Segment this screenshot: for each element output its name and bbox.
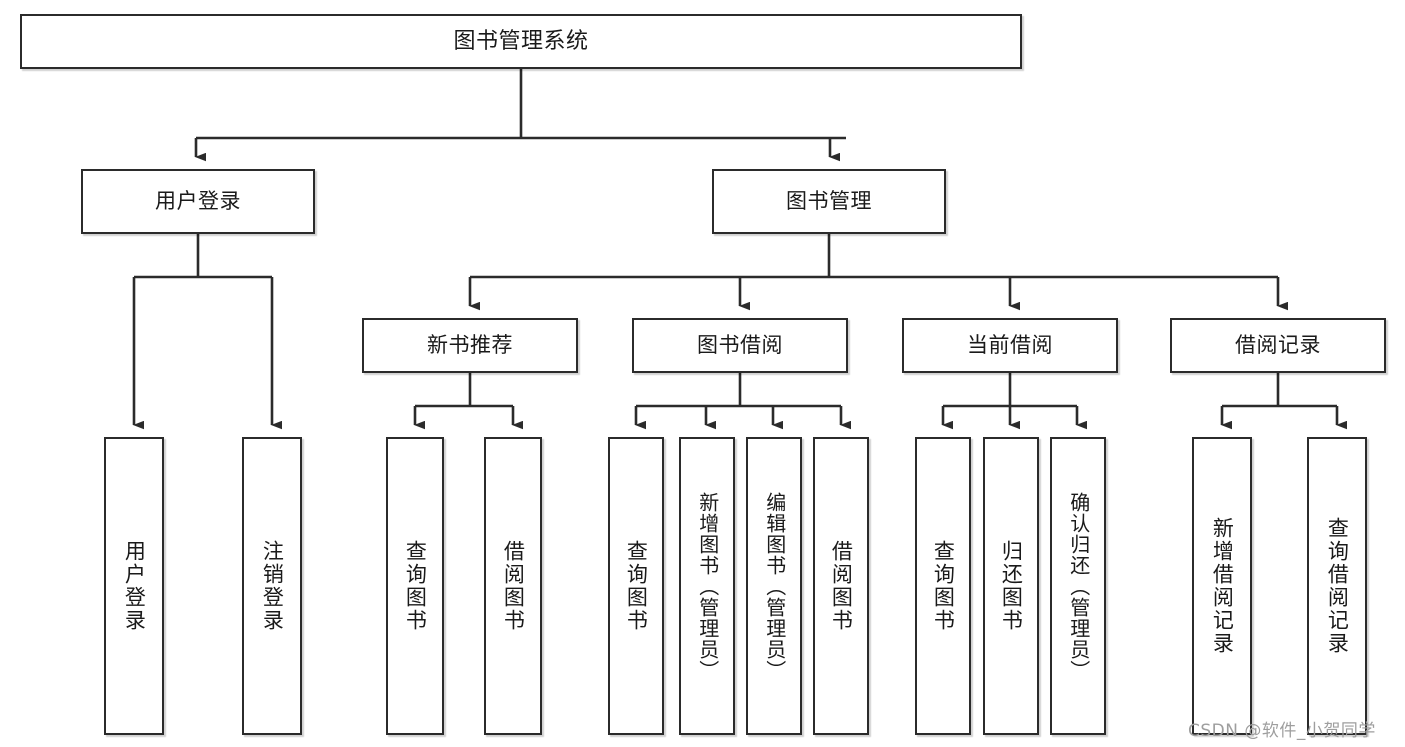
node-leaf-confirm-return[interactable]: 确认归还（管理员） — [1050, 437, 1106, 735]
node-label: 确认归还（管理员） — [1066, 491, 1091, 681]
node-label: 注销登录 — [260, 540, 285, 632]
node-label: 新增借阅记录 — [1210, 517, 1235, 655]
node-label: 查询图书 — [931, 540, 956, 632]
node-label: 新书推荐 — [427, 333, 513, 358]
node-label: 查询图书 — [624, 540, 649, 632]
node-leaf-borrow-book-1[interactable]: 借阅图书 — [484, 437, 542, 735]
node-label: 归还图书 — [999, 540, 1024, 632]
node-leaf-edit-book[interactable]: 编辑图书（管理员） — [746, 437, 802, 735]
node-user-login[interactable]: 用户登录 — [81, 169, 315, 234]
csdn-watermark: CSDN @软件_小贺同学 — [1188, 721, 1376, 741]
node-book-management[interactable]: 图书管理 — [712, 169, 946, 234]
node-leaf-query-book-3[interactable]: 查询图书 — [915, 437, 971, 735]
node-label: 图书管理系统 — [453, 28, 589, 54]
node-new-book-recommend[interactable]: 新书推荐 — [362, 318, 578, 373]
node-leaf-query-book-1[interactable]: 查询图书 — [386, 437, 444, 735]
node-leaf-logout[interactable]: 注销登录 — [242, 437, 302, 735]
node-label: 借阅图书 — [829, 540, 854, 632]
node-label: 查询图书 — [403, 540, 428, 632]
node-leaf-query-record[interactable]: 查询借阅记录 — [1307, 437, 1367, 735]
node-root-system[interactable]: 图书管理系统 — [20, 14, 1022, 69]
node-label: 编辑图书（管理员） — [762, 491, 787, 681]
node-label: 查询借阅记录 — [1325, 517, 1350, 655]
node-leaf-borrow-book-2[interactable]: 借阅图书 — [813, 437, 869, 735]
node-label: 用户登录 — [155, 189, 241, 214]
node-leaf-user-login[interactable]: 用户登录 — [104, 437, 164, 735]
node-current-borrow[interactable]: 当前借阅 — [902, 318, 1118, 373]
node-leaf-return-book[interactable]: 归还图书 — [983, 437, 1039, 735]
node-leaf-query-book-2[interactable]: 查询图书 — [608, 437, 664, 735]
node-label: 图书管理 — [786, 189, 872, 214]
node-leaf-add-book[interactable]: 新增图书（管理员） — [679, 437, 735, 735]
node-label: 用户登录 — [122, 540, 147, 632]
node-label: 借阅记录 — [1235, 333, 1321, 358]
node-book-borrow[interactable]: 图书借阅 — [632, 318, 848, 373]
node-label: 图书借阅 — [697, 333, 783, 358]
node-label: 当前借阅 — [967, 333, 1053, 358]
node-label: 借阅图书 — [501, 540, 526, 632]
node-label: 新增图书（管理员） — [695, 491, 720, 681]
node-borrow-record[interactable]: 借阅记录 — [1170, 318, 1386, 373]
node-leaf-add-record[interactable]: 新增借阅记录 — [1192, 437, 1252, 735]
